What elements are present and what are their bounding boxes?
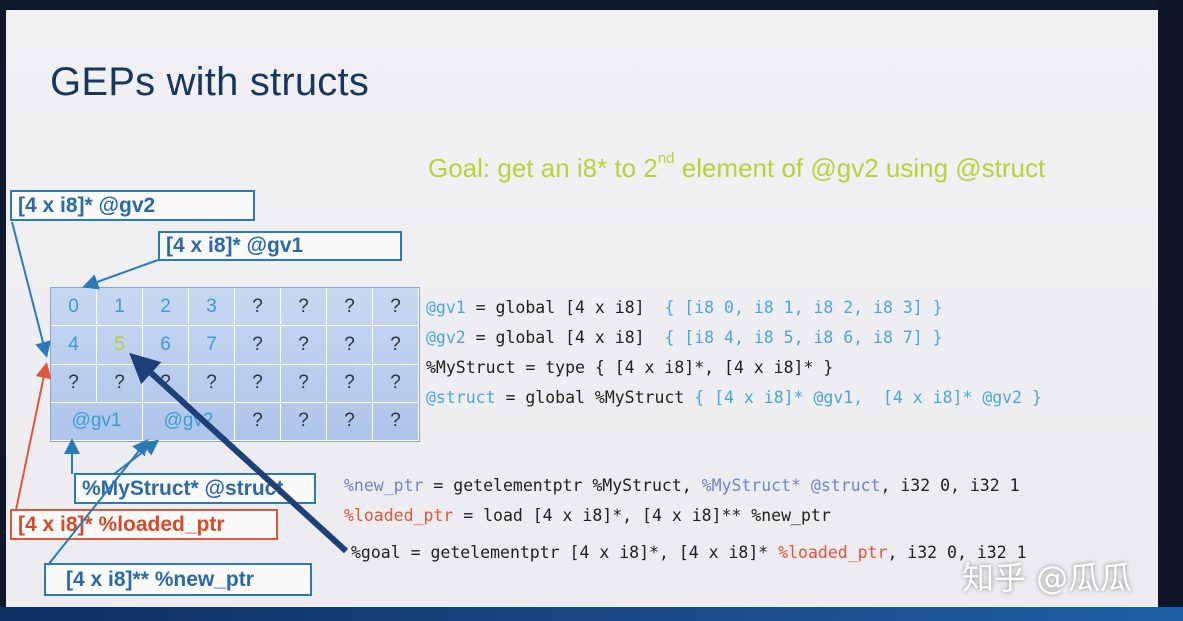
code-text: = getelementptr %MyStruct,: [423, 476, 702, 495]
code-text: = global [4 x i8]: [465, 328, 665, 347]
grid-cell: ?: [327, 402, 373, 441]
code-text: = global %MyStruct: [495, 388, 695, 407]
arrow-loaded-ptr: [15, 362, 52, 511]
grid-cell: ?: [189, 364, 235, 403]
code-line-goal: %goal = getelementptr [4 x i8]*, [4 x i8…: [351, 543, 1027, 562]
grid-cell: ?: [235, 288, 281, 327]
memory-grid: 0 1 2 3 ? ? ? ? 4 5 6 7 ? ? ? ? ? ? ? ? …: [50, 287, 420, 442]
grid-cell: ?: [327, 364, 373, 403]
code-type: %MyStruct*: [701, 476, 801, 495]
goal-prefix: Goal: get an i8* to 2: [428, 153, 658, 183]
goal-sup: nd: [657, 150, 675, 168]
code-text: = load [4 x i8]*, [4 x i8]** %new_ptr: [453, 506, 831, 525]
code-struct-ref: @struct: [800, 476, 881, 495]
slide: GEPs with structs Goal: get an i8* to 2n…: [6, 10, 1158, 607]
code-text: , i32 0, i32 1: [880, 476, 1020, 495]
grid-cell: 4: [51, 326, 97, 365]
code-var: %loaded_ptr: [778, 543, 888, 562]
slide-footer-bar: [0, 607, 1183, 621]
grid-cell: ?: [327, 326, 373, 365]
code-init: { [4 x i8]* @gv1, [4 x i8]* @gv2 }: [694, 388, 1042, 407]
new-ptr-label: [4 x i8]** %new_ptr: [44, 563, 312, 596]
code-name: @gv2: [426, 328, 466, 347]
grid-cell-struct-field-gv1: @gv1: [51, 402, 143, 441]
code-text: = global [4 x i8]: [465, 298, 665, 317]
code-line-struct: @struct = global %MyStruct { [4 x i8]* @…: [426, 388, 1042, 407]
grid-cell: ?: [281, 402, 327, 441]
grid-cell: 2: [143, 288, 189, 327]
code-init: { [i8 4, i8 5, i8 6, i8 7] }: [664, 328, 943, 347]
arrow-struct-to-field2: [113, 439, 160, 475]
arrows-layer: [11, 221, 349, 566]
arrow-new-ptr: [47, 438, 149, 566]
slide-title: GEPs with structs: [50, 60, 370, 104]
goal-suffix: element of @gv2 using @struct: [674, 153, 1046, 183]
grid-cell: 3: [189, 288, 235, 327]
grid-cell: 0: [51, 288, 97, 327]
grid-cell: ?: [373, 326, 419, 365]
gv2-pointer-label: [4 x i8]* @gv2: [10, 190, 255, 221]
grid-cell: ?: [327, 288, 373, 327]
code-line-gv2: @gv2 = global [4 x i8] { [i8 4, i8 5, i8…: [426, 328, 943, 347]
watermark: 知乎 @瓜瓜: [962, 559, 1133, 597]
arrow-gv2-to-row2: [11, 221, 51, 358]
arrow-gv1-to-row1: [82, 259, 159, 290]
loaded-ptr-label: [4 x i8]* %loaded_ptr: [10, 509, 278, 540]
grid-cell: ?: [235, 402, 281, 441]
window-edge: [1158, 0, 1183, 621]
code-name: @struct: [426, 388, 496, 407]
grid-cell: 1: [97, 288, 143, 327]
grid-cell: ?: [235, 326, 281, 365]
code-line-mystruct-type: %MyStruct = type { [4 x i8]*, [4 x i8]* …: [426, 358, 833, 377]
code-line-gv1: @gv1 = global [4 x i8] { [i8 0, i8 1, i8…: [426, 298, 943, 317]
grid-cell: ?: [373, 364, 419, 403]
code-var: %loaded_ptr: [344, 506, 454, 525]
grid-cell: ?: [281, 364, 327, 403]
code-line-loaded-ptr: %loaded_ptr = load [4 x i8]*, [4 x i8]**…: [344, 506, 831, 525]
gv1-pointer-label: [4 x i8]* @gv1: [158, 231, 402, 261]
goal-text: Goal: get an i8* to 2nd element of @gv2 …: [428, 150, 1046, 184]
mystruct-pointer-label: %MyStruct* @struct: [74, 473, 316, 504]
arrow-goal-to-element: [129, 352, 349, 554]
code-text: , i32 0, i32 1: [887, 543, 1027, 562]
grid-cell-target: 5: [97, 326, 143, 365]
code-var: %new_ptr: [344, 476, 424, 495]
grid-cell: 7: [189, 326, 235, 365]
grid-cell: ?: [51, 364, 97, 403]
grid-cell: ?: [373, 402, 419, 441]
code-text: %goal = getelementptr [4 x i8]*, [4 x i8…: [351, 543, 779, 562]
code-text: = type { [4 x i8]*, [4 x i8]* }: [515, 358, 834, 377]
code-name: @gv1: [426, 298, 466, 317]
code-init: { [i8 0, i8 1, i8 2, i8 3] }: [664, 298, 943, 317]
grid-cell: ?: [235, 364, 281, 403]
grid-cell: ?: [373, 288, 419, 327]
grid-cell: 6: [143, 326, 189, 365]
grid-cell: ?: [281, 288, 327, 327]
code-name: %MyStruct: [426, 358, 516, 377]
grid-cell: ?: [281, 326, 327, 365]
code-line-new-ptr: %new_ptr = getelementptr %MyStruct, %MyS…: [344, 476, 1020, 495]
